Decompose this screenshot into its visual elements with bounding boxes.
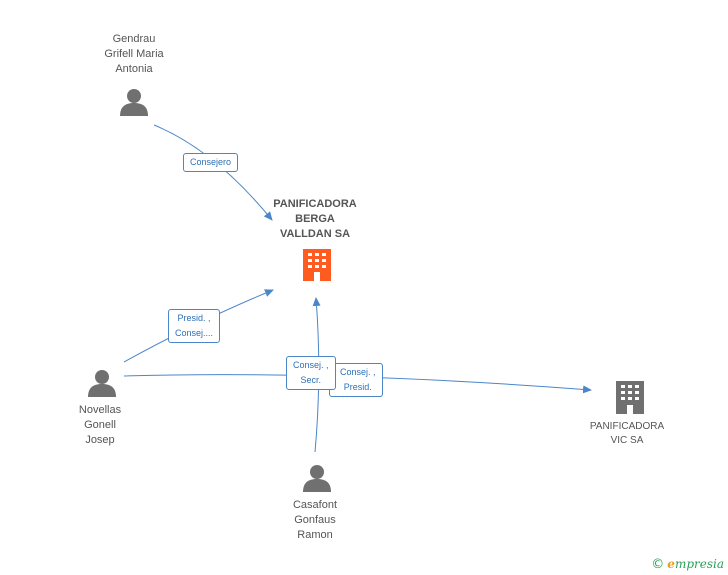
brand-name: mpresia bbox=[674, 557, 724, 571]
person-icon-novellas[interactable] bbox=[88, 370, 116, 397]
edge-label-consej-secr[interactable]: Consej. , Secr. bbox=[286, 356, 336, 390]
consej-presid-line-2: Presid. bbox=[343, 382, 372, 392]
copyright-symbol: © bbox=[651, 557, 665, 572]
gendrau-line-2: Grifell Maria bbox=[104, 48, 164, 60]
company-main-line-3: VALLDAN SA bbox=[279, 228, 351, 240]
casafont-line-1: Casafont bbox=[292, 499, 338, 511]
person-label-novellas[interactable]: Novellas Gonell Josep bbox=[60, 403, 140, 448]
edge-label-consej-presid[interactable]: Consej. , Presid. bbox=[329, 363, 383, 397]
person-label-gendrau[interactable]: Gendrau Grifell Maria Antonia bbox=[84, 32, 184, 77]
company-main-line-2: BERGA bbox=[295, 213, 335, 225]
casafont-line-3: Ramon bbox=[297, 529, 333, 541]
novellas-line-1: Novellas bbox=[78, 404, 122, 416]
consejero-line-1: Consejero bbox=[190, 157, 232, 167]
company-main-line-1: PANIFICADORA bbox=[273, 198, 357, 210]
company-vic-line-2: VIC SA bbox=[610, 435, 644, 446]
person-icon-casafont[interactable] bbox=[303, 465, 331, 492]
casafont-line-2: Gonfaus bbox=[294, 514, 336, 526]
brand-initial: e bbox=[667, 557, 675, 571]
company-label-vic[interactable]: PANIFICADORA VIC SA bbox=[577, 420, 677, 448]
empresia-logo[interactable]: ©empresia bbox=[651, 557, 724, 572]
company-vic-line-1: PANIFICADORA bbox=[589, 421, 665, 432]
presid-consej-line-2: Consej.... bbox=[175, 328, 214, 338]
building-icon-vic[interactable] bbox=[616, 381, 644, 414]
gendrau-line-1: Gendrau bbox=[112, 33, 156, 45]
gendrau-line-3: Antonia bbox=[115, 63, 153, 75]
edge-label-consejero[interactable]: Consejero bbox=[183, 153, 239, 172]
novellas-line-2: Gonell bbox=[84, 419, 116, 431]
company-label-main[interactable]: PANIFICADORA BERGA VALLDAN SA bbox=[262, 197, 368, 242]
edge-gendrau-to-main bbox=[153, 124, 273, 221]
person-icon-gendrau[interactable] bbox=[120, 89, 148, 116]
building-icon-main[interactable] bbox=[303, 249, 331, 281]
edge-label-presid-consej[interactable]: Presid. , Consej.... bbox=[168, 309, 221, 343]
novellas-line-3: Josep bbox=[85, 434, 115, 446]
presid-consej-line-1: Presid. , bbox=[177, 313, 211, 323]
consej-presid-line-1: Consej. , bbox=[340, 367, 376, 377]
person-label-casafont[interactable]: Casafont Gonfaus Ramon bbox=[275, 498, 355, 543]
consej-secr-line-2: Secr. bbox=[300, 375, 322, 385]
consej-secr-line-1: Consej. , bbox=[293, 360, 329, 370]
